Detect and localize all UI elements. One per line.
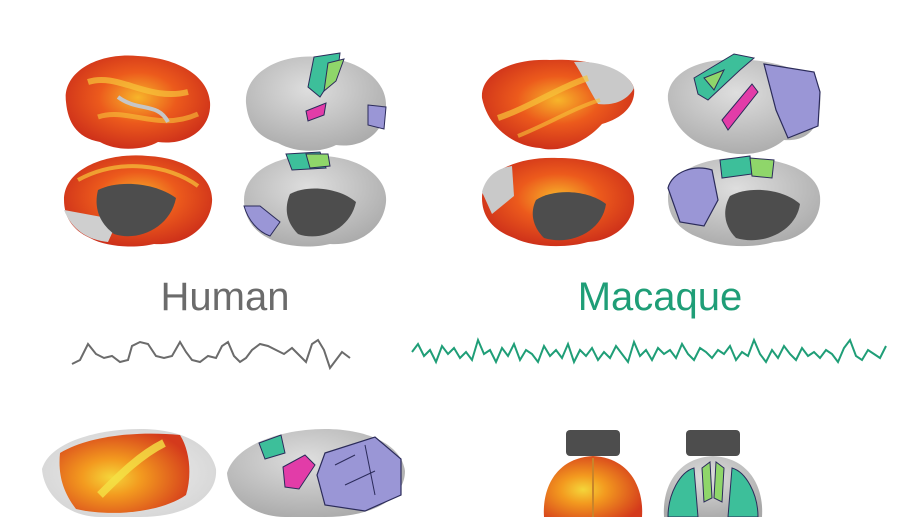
human-medial-parcels	[243, 151, 387, 247]
macaque-timeseries-trace	[411, 337, 887, 365]
human-flatmap-parcels	[227, 429, 405, 517]
human-lateral-heat	[65, 55, 211, 149]
human-label: Human	[160, 275, 290, 319]
human-flatmap-heat	[42, 429, 217, 517]
rodent-brain-heat	[543, 430, 643, 517]
human-medial-heat	[64, 155, 213, 247]
macaque-lateral-heat	[481, 59, 635, 150]
macaque-label: Macaque	[577, 275, 743, 319]
macaque-medial-parcels	[667, 155, 821, 247]
macaque-medial-heat	[482, 157, 635, 247]
macaque-lateral-parcels	[667, 53, 821, 155]
human-lateral-parcels	[245, 52, 387, 151]
rodent-brain-parcels	[663, 430, 763, 517]
human-timeseries-trace	[71, 338, 351, 371]
